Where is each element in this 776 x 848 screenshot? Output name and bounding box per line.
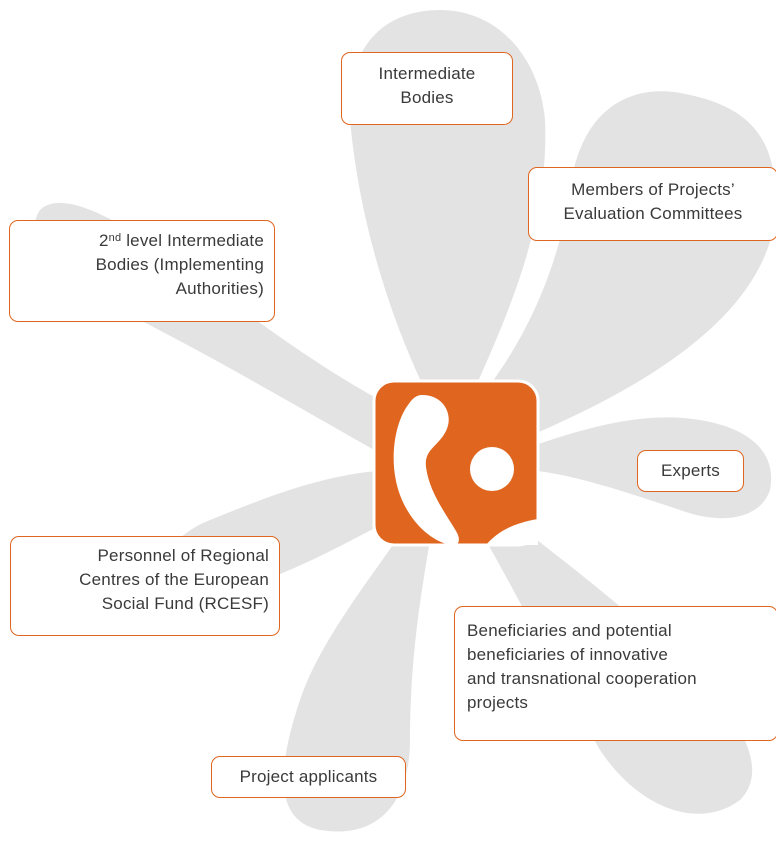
intermediate-bodies-line-1: Intermediate (378, 64, 476, 83)
beneficiaries-line-1: Beneficiaries and potential (467, 621, 672, 640)
intermediate-bodies-box: Intermediate Bodies (341, 52, 513, 125)
second-level-line-3: Authorities) (175, 279, 264, 298)
evaluation-committees-line-1: Members of Projects’ (571, 180, 735, 199)
second-level-line-1-rest: level Intermediate (121, 231, 264, 250)
project-applicants-box: Project applicants (211, 756, 406, 798)
rcesf-personnel-line-3: Social Fund (RCESF) (101, 594, 269, 613)
evaluation-committees-line-2: Evaluation Committees (563, 204, 743, 223)
beneficiaries-line-4: projects (467, 693, 529, 712)
rcesf-personnel-box: Personnel of Regional Centres of the Eur… (10, 536, 280, 636)
logo-swoosh-mark (393, 395, 459, 546)
second-level-line-1: 2nd level Intermediate (20, 229, 264, 253)
second-level-intermediate-box: 2nd level Intermediate Bodies (Implement… (9, 220, 275, 322)
beneficiaries-line-3: and transnational cooperation (467, 669, 697, 688)
rcesf-personnel-line-1: Personnel of Regional (97, 546, 269, 565)
project-applicants-label: Project applicants (239, 767, 378, 786)
logo-dot-mark (470, 447, 514, 491)
second-level-line-2: Bodies (Implementing (95, 255, 264, 274)
evaluation-committees-box: Members of Projects’ Evaluation Committe… (528, 167, 776, 241)
rcesf-personnel-line-2: Centres of the European (79, 570, 269, 589)
intermediate-bodies-line-2: Bodies (400, 88, 454, 107)
petal-bottom (283, 520, 430, 832)
center-logo (372, 379, 540, 547)
second-level-ordinal-number: 2 (98, 231, 109, 250)
experts-label: Experts (660, 461, 721, 480)
beneficiaries-box: Beneficiaries and potential beneficiarie… (454, 606, 776, 741)
beneficiaries-line-2: beneficiaries of innovative (467, 645, 669, 664)
second-level-ordinal-suffix: nd (108, 232, 122, 244)
logo-arc-mark (486, 519, 538, 545)
experts-box: Experts (637, 450, 744, 492)
